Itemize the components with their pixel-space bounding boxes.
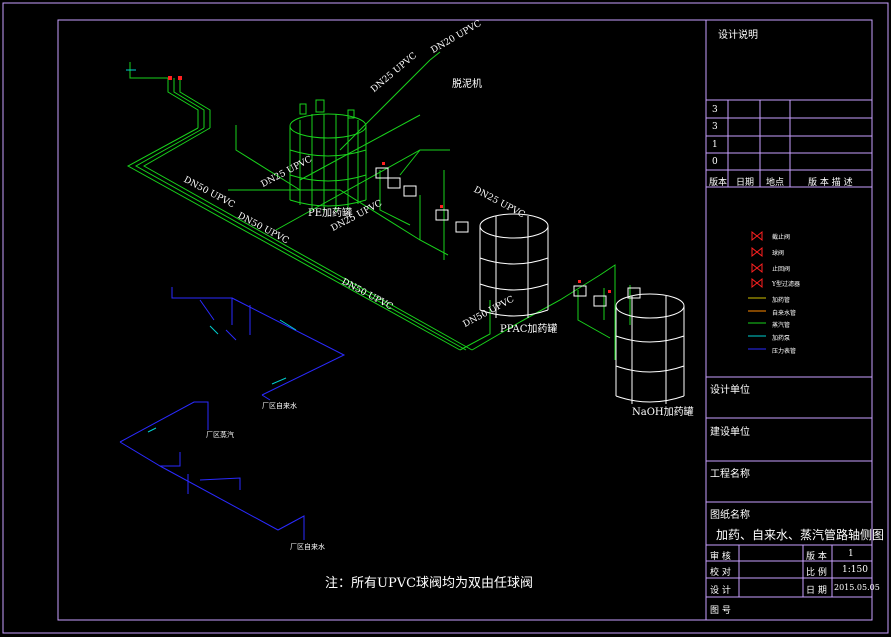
dewatering-machine-label: 脱泥机 (452, 79, 482, 90)
revision-row-2: 1 (712, 140, 718, 150)
version-label: 版 本 (806, 552, 827, 562)
ppac-tank-label: PPAC加药罐 (500, 324, 558, 335)
inner-frame (57, 19, 873, 621)
cyan-marks (126, 69, 297, 433)
water-source-label-1: 厂区自来水 (262, 402, 297, 410)
revision-row-1: 3 (712, 122, 718, 132)
revision-header-date: 日期 (736, 178, 755, 188)
version-value: 1 (848, 549, 854, 559)
legend-label-4: Y型过滤器 (772, 281, 800, 288)
legend-label-9: 压力表管 (772, 348, 797, 355)
date-value: 2015.05.05 (834, 583, 880, 592)
revision-header-version: 版本 (709, 178, 728, 188)
legend-valve-4 (751, 277, 763, 289)
naoh-tank (615, 293, 685, 404)
date-label: 日 期 (806, 586, 827, 596)
revision-row-0: 3 (712, 105, 718, 115)
revision-header-place: 地点 (766, 178, 785, 188)
legend-label-3: 止回阀 (772, 266, 791, 273)
title-block (705, 20, 872, 620)
naoh-tank-label: NaOH加药罐 (632, 407, 694, 418)
steam-source-label: 厂区蒸汽 (206, 431, 234, 439)
drawing-no-label: 图 号 (710, 606, 731, 616)
legend-label-8: 加药泵 (772, 335, 791, 342)
pe-tank-label: PE加药罐 (308, 208, 353, 219)
legend-valve-2 (751, 246, 763, 258)
legend-valve-3 (751, 262, 763, 274)
blue-piping-1 (171, 287, 346, 401)
legend-valve-1 (751, 230, 763, 242)
review-label: 审 核 (710, 552, 731, 562)
project-name-label: 工程名称 (710, 469, 750, 480)
revision-header-description: 版 本 描 述 (808, 178, 853, 188)
check-label: 校 对 (710, 568, 731, 578)
legend-label-7: 蒸汽管 (772, 322, 791, 329)
ppac-tank (479, 213, 549, 318)
drawing-note: 注：所有UPVC球阀均为双由任球阀 (325, 576, 534, 591)
construction-unit-label: 建设单位 (710, 427, 750, 438)
legend-label-2: 球阀 (772, 250, 785, 257)
dosing-pumps (375, 167, 641, 307)
blue-piping-2 (119, 401, 305, 540)
scale-label: 比 例 (806, 568, 827, 578)
water-source-label-2: 厂区自来水 (290, 543, 325, 551)
drawing-name: 加药、自来水、蒸汽管路轴侧图 (716, 528, 885, 542)
revision-row-3: 0 (712, 157, 718, 167)
pe-tank (289, 99, 367, 212)
legend-label-5: 加药管 (772, 297, 791, 304)
legend (748, 230, 766, 350)
legend-label-6: 自来水管 (772, 310, 797, 317)
design-notes-label: 设计说明 (718, 30, 758, 41)
legend-label-1: 截止阀 (772, 234, 791, 241)
design-label: 设 计 (710, 586, 731, 596)
scale-value: 1:150 (842, 565, 868, 575)
design-unit-label: 设计单位 (710, 385, 750, 396)
pipe-valves (168, 76, 611, 293)
drawing-name-label: 图纸名称 (710, 510, 750, 521)
